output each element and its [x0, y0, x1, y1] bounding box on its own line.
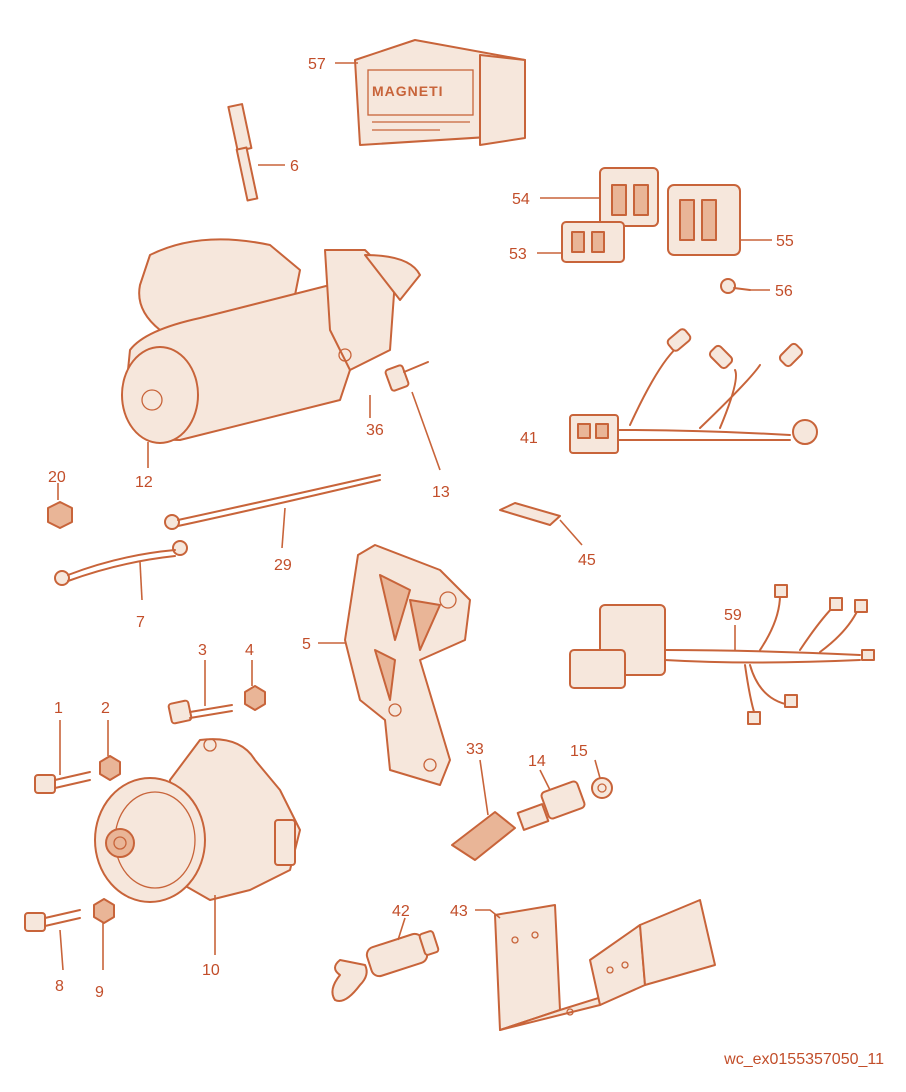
callout-36: 36	[366, 422, 384, 439]
callout-54: 54	[512, 191, 530, 208]
part-33-rubber-boot: 33	[451, 741, 516, 861]
callout-33: 33	[466, 741, 484, 758]
callout-5: 5	[302, 636, 311, 653]
callout-13: 13	[432, 484, 450, 501]
callout-7: 7	[136, 614, 145, 631]
part-9-nut: 9	[93, 898, 115, 1001]
callout-41: 41	[520, 430, 538, 447]
part-36-flange: 36	[366, 395, 384, 439]
part-12-starter-motor: 12	[121, 238, 421, 491]
callout-3: 3	[198, 642, 207, 659]
part-57-control-box: MAGNETI 57	[308, 39, 526, 146]
decal-text: MAGNETI	[372, 83, 444, 99]
part-29-ground-cable: 29	[164, 474, 381, 574]
part-59-switch-harness: 59	[569, 584, 875, 725]
callout-29: 29	[274, 557, 292, 574]
part-56-screw: 56	[720, 278, 793, 300]
part-15-washer: 15	[570, 743, 613, 799]
reference-code: wc_ex0155357050_11	[723, 1051, 884, 1068]
callout-8: 8	[55, 978, 64, 995]
part-54-relay: 54	[512, 167, 659, 227]
callout-6: 6	[290, 158, 299, 175]
part-1-bolt: 1	[34, 700, 91, 794]
callout-1: 1	[54, 700, 63, 717]
callout-56: 56	[775, 283, 793, 300]
callout-10: 10	[202, 962, 220, 979]
callout-20: 20	[48, 469, 66, 486]
callout-9: 9	[95, 984, 104, 1001]
callout-45: 45	[578, 552, 596, 569]
part-41-wiring-harness: 41	[520, 328, 818, 454]
part-14-sensor: 14	[516, 753, 586, 831]
part-53-relay: 53	[509, 221, 625, 263]
callout-42: 42	[392, 903, 410, 920]
part-10-alternator: 10	[94, 738, 301, 979]
callout-43: 43	[450, 903, 468, 920]
callout-55: 55	[776, 233, 794, 250]
callout-14: 14	[528, 753, 546, 770]
callout-53: 53	[509, 246, 527, 263]
part-45-clip: 45	[499, 502, 596, 569]
callout-59: 59	[724, 607, 742, 624]
part-2-nut: 2	[99, 700, 121, 781]
part-13-bolt: 13	[384, 361, 450, 501]
part-8-bolt: 8	[24, 909, 81, 995]
part-55-relay: 55	[667, 184, 794, 256]
part-43-support-bracket: 43	[450, 899, 716, 1031]
part-42-ignition-switch: 42	[331, 903, 440, 1002]
callout-12: 12	[135, 474, 153, 491]
part-20-nut: 20	[47, 469, 73, 529]
part-7-ground-cable: 7	[54, 540, 188, 631]
callout-57: 57	[308, 56, 326, 73]
part-5-mounting-bracket: 5	[302, 544, 471, 786]
part-4-nut: 4	[244, 642, 266, 711]
part-6-glow-plug: 6	[227, 103, 299, 202]
callout-2: 2	[101, 700, 110, 717]
callout-4: 4	[245, 642, 254, 659]
callout-15: 15	[570, 743, 588, 760]
part-3-bolt: 3	[167, 642, 233, 725]
